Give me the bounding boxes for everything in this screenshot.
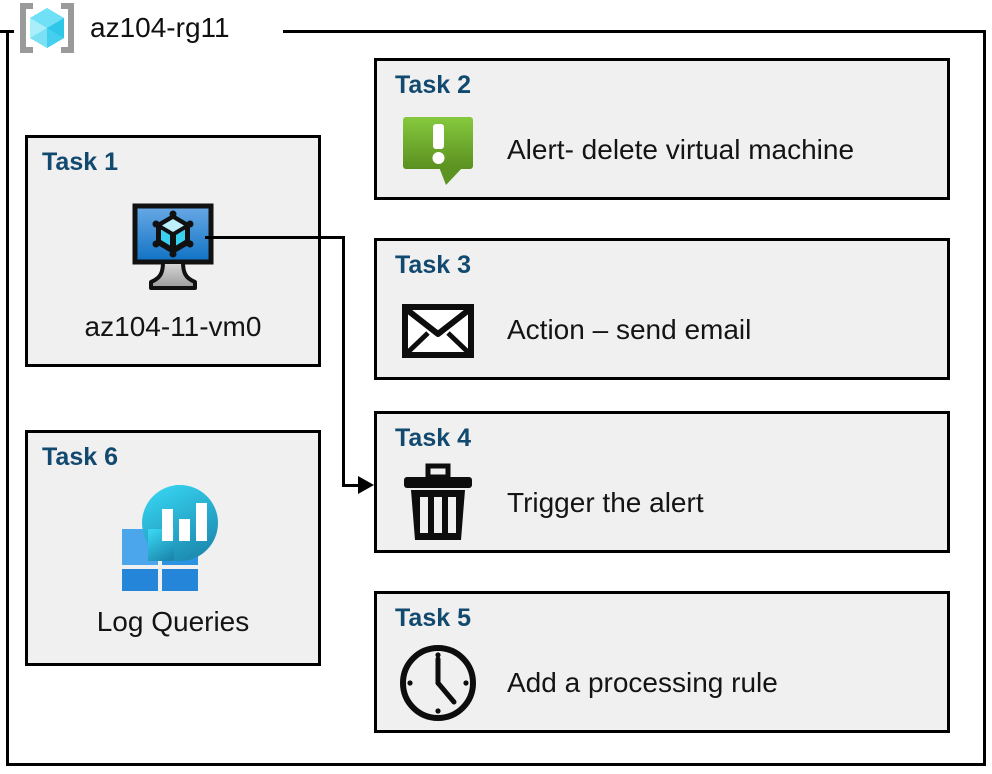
resource-group-frame-top [283,30,986,33]
task-5-text: Add a processing rule [507,667,778,698]
envelope-icon [397,289,479,371]
trash-can-icon [397,462,479,544]
task-4-text: Trigger the alert [507,487,704,518]
resource-group-frame-right [983,30,986,766]
alert-exclamation-icon [397,109,479,191]
task-2-row: Alert- delete virtual machine [397,109,937,191]
resource-group-frame-left [6,30,9,766]
resource-group-frame-bottom [6,763,986,766]
task-6-title: Task 6 [42,443,118,471]
task-4-row: Trigger the alert [397,462,937,544]
task-1-caption: az104-11-vm0 [84,311,262,342]
resource-group-label: az104-rg11 [16,2,230,54]
task-3-row: Action – send email [397,289,937,371]
task-5-box[interactable]: Task 5 Add a processing rule [374,591,950,733]
right-arrowhead-icon [358,476,374,494]
resource-group-name: az104-rg11 [90,12,230,43]
task-4-title: Task 4 [395,424,471,452]
connector-segment-horizontal-bottom [342,484,368,487]
task-2-box[interactable]: Task 2 Alert- delete virtual machin [374,58,950,200]
task-6-caption: Log Queries [96,606,250,637]
task-2-title: Task 2 [395,71,471,99]
virtual-machine-icon [28,200,318,292]
task-3-text: Action – send email [507,314,752,345]
connector-segment-horizontal-top [205,236,345,239]
connector-segment-vertical [342,236,345,486]
task-6-box[interactable]: Task 6 [25,430,321,666]
azure-resource-group-icon [16,2,78,54]
task-2-text: Alert- delete virtual machine [507,134,855,165]
task-5-title: Task 5 [395,604,471,632]
task-5-row: Add a processing rule [397,642,937,724]
task-3-title: Task 3 [395,251,471,279]
log-analytics-icon [28,483,318,593]
task-1-box[interactable]: Task 1 [25,135,321,367]
clock-icon [397,642,479,724]
task-1-title: Task 1 [42,148,118,176]
task-4-box[interactable]: Task 4 Trigger the alert [374,411,950,553]
task-3-box[interactable]: Task 3 Action – send email [374,238,950,380]
